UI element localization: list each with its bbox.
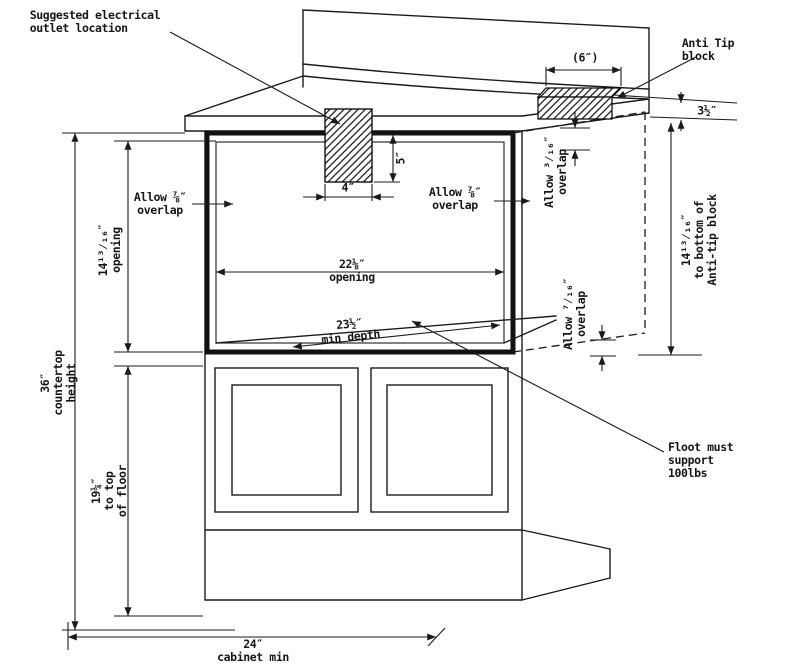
dim-allow-716 xyxy=(590,325,616,371)
cabinet-base-side xyxy=(521,529,611,601)
cabinet-front xyxy=(204,130,523,601)
dim-cabinet-min xyxy=(67,622,446,650)
dim-floor-height xyxy=(114,365,203,617)
hidden-edges-dashed xyxy=(512,111,646,353)
wall-backsplash xyxy=(302,9,650,100)
dim-4-inches xyxy=(303,184,394,201)
dim-countertop-height xyxy=(62,132,235,631)
leader-outlet xyxy=(169,31,341,125)
opening-interior-floor xyxy=(215,315,557,344)
anti-tip-block xyxy=(536,87,623,120)
dim-opening-height xyxy=(114,140,216,353)
leader-floor-support xyxy=(411,320,665,453)
dim-6-inches xyxy=(545,66,622,86)
dim-3-half xyxy=(613,92,738,131)
dim-antitip-height xyxy=(638,123,702,356)
cabinet-doors xyxy=(214,367,509,513)
dim-5-inches xyxy=(374,134,400,183)
dim-allow-316 xyxy=(560,112,590,166)
dim-min-depth xyxy=(292,322,501,350)
leader-anti-tip xyxy=(616,56,697,99)
